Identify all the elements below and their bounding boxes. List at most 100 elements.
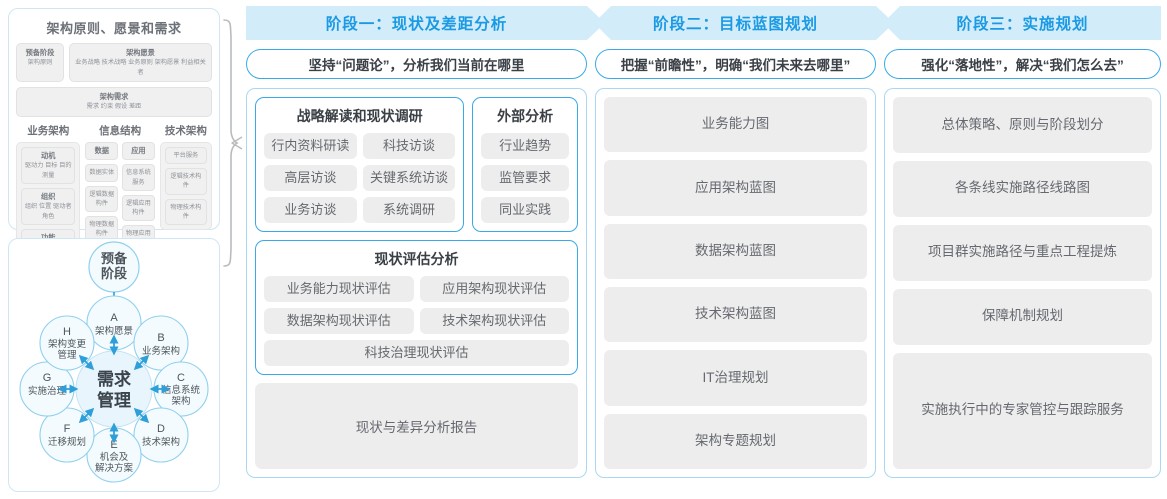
svg-text:D: D [157, 423, 165, 435]
chip-blueprint-5[interactable]: IT治理规划 [604, 350, 867, 406]
svg-text:管理: 管理 [57, 349, 77, 361]
chip-strategy-2-1[interactable]: 高层访谈 [264, 165, 357, 191]
phase-1-body: 战略解读和现状调研 行内资料研读 科技访谈 高层访谈 关键系统访谈 [246, 88, 587, 478]
svg-text:G: G [43, 372, 52, 384]
phase-2-subtitle[interactable]: 把握“前瞻性”，明确“我们未来去哪里” [595, 49, 876, 79]
chip-external-2[interactable]: 监管要求 [481, 165, 569, 191]
strategy-research-card: 战略解读和现状调研 行内资料研读 科技访谈 高层访谈 关键系统访谈 [255, 97, 465, 232]
chip-external-1[interactable]: 行业趋势 [481, 133, 569, 159]
strategy-row: 行内资料研读 科技访谈 [264, 133, 456, 159]
togaf-group-organization: 组织 组织 位置 驱动者 角色 [21, 187, 76, 225]
phase-1-subtitle[interactable]: 坚持“问题论”，分析我们当前在哪里 [246, 49, 587, 79]
chip-implementation-2[interactable]: 各条线实施路径线路图 [893, 160, 1152, 217]
strategy-research-grid: 行内资料研读 科技访谈 高层访谈 关键系统访谈 业务访谈 系统调研 [264, 133, 456, 223]
left-column: 架构原则、愿景和需求 预备阶段 架构原则 架构愿景 业务战略 技术战略 业务原则… [8, 8, 220, 492]
togaf-subcolumn-application: 应用 信息系统服务 逻辑应用构件 物理应用构件 [122, 141, 155, 252]
svg-text:迁移规划: 迁移规划 [48, 436, 86, 448]
chip-implementation-3[interactable]: 项目群实施路径与重点工程提炼 [893, 224, 1152, 281]
phase-3-banner: 阶段三：实施规划 [884, 6, 1161, 40]
togaf-title: 架构原则、愿景和需求 [46, 21, 182, 36]
togaf-box-prelim-items: 架构原则 [27, 59, 53, 67]
togaf-row-principles: 预备阶段 架构原则 架构愿景 业务战略 技术战略 业务原则 架构愿景 利益相关者 [16, 43, 212, 83]
chip-blueprint-1[interactable]: 业务能力图 [604, 97, 867, 153]
togaf-box-prelim-title: 预备阶段 [25, 48, 55, 57]
assessment-row: 科技治理现状评估 [264, 340, 569, 366]
assessment-grid: 业务能力现状评估 应用架构现状评估 数据架构现状评估 技术架构现状评估 科技治理… [264, 276, 569, 366]
chip-blueprint-4[interactable]: 技术架构蓝图 [604, 286, 867, 343]
external-analysis-card: 外部分析 行业趋势 监管要求 同业实践 [472, 97, 578, 232]
phase-3-list: 总体策略、原则与阶段划分 各条线实施路径线路图 项目群实施路径与重点工程提炼 保… [893, 97, 1152, 469]
chip-blueprint-6[interactable]: 架构专题规划 [604, 413, 867, 469]
chip-assess-1-2[interactable]: 应用架构现状评估 [419, 276, 569, 302]
phase-1-top-section: 战略解读和现状调研 行内资料研读 科技访谈 高层访谈 关键系统访谈 [255, 97, 578, 232]
chip-blueprint-3[interactable]: 数据架构蓝图 [604, 223, 867, 279]
chip-strategy-3-1[interactable]: 业务访谈 [264, 197, 357, 223]
svg-text:E: E [110, 439, 117, 451]
assessment-row: 数据架构现状评估 技术架构现状评估 [264, 308, 569, 334]
current-state-assessment-card: 现状评估分析 业务能力现状评估 应用架构现状评估 数据架构现状评估 技术架构现状… [255, 240, 578, 375]
adm-cycle-panel: 预备 阶段 需求 管理 A 架构愿景 B 业务架构 [8, 238, 220, 492]
strategy-row: 业务访谈 系统调研 [264, 197, 456, 223]
svg-text:F: F [64, 423, 71, 435]
svg-text:B: B [157, 332, 164, 344]
phase-3-body: 总体策略、原则与阶段划分 各条线实施路径线路图 项目群实施路径与重点工程提炼 保… [884, 88, 1161, 478]
togaf-column-information-heading: 信息结构 [99, 124, 142, 137]
svg-text:A: A [110, 312, 118, 324]
chip-external-3[interactable]: 同业实践 [481, 197, 569, 223]
adm-prelim-line2: 阶段 [101, 266, 127, 281]
togaf-box-vision-items: 业务战略 技术战略 业务原则 架构愿景 利益相关者 [75, 59, 206, 76]
chip-implementation-4[interactable]: 保障机制规划 [893, 288, 1152, 345]
assessment-row: 业务能力现状评估 应用架构现状评估 [264, 276, 569, 302]
chip-strategy-1-2[interactable]: 科技访谈 [362, 133, 456, 159]
chip-strategy-1-1[interactable]: 行内资料研读 [264, 133, 357, 159]
svg-text:业务架构: 业务架构 [142, 345, 180, 357]
strategy-row: 高层访谈 关键系统访谈 [264, 165, 456, 191]
svg-text:技术架构: 技术架构 [142, 436, 180, 448]
phase-2-body: 业务能力图 应用架构蓝图 数据架构蓝图 技术架构蓝图 IT治理规划 架构专题规划 [595, 88, 876, 478]
togaf-box-requirements-items: 需求 约束 假设 差距 [86, 103, 142, 111]
chip-assess-2-1[interactable]: 数据架构现状评估 [264, 308, 414, 334]
svg-text:解决方案: 解决方案 [95, 462, 134, 474]
chip-assess-1-1[interactable]: 业务能力现状评估 [264, 276, 414, 302]
togaf-column-technology-body: 平台服务 逻辑技术构件 物理技术构件 [159, 141, 213, 231]
togaf-box-vision-title: 架构愿景 [126, 48, 155, 57]
chip-assess-2-2[interactable]: 技术架构现状评估 [419, 308, 569, 334]
assessment-title: 现状评估分析 [374, 251, 459, 267]
svg-text:H: H [63, 326, 71, 338]
adm-center-line1: 需求 [97, 369, 131, 389]
phase-1-banner: 阶段一：现状及差距分析 [246, 6, 587, 40]
chip-implementation-1[interactable]: 总体策略、原则与阶段划分 [893, 97, 1152, 153]
gap-analysis-report[interactable]: 现状与差异分析报告 [255, 383, 578, 469]
phase-2-banner: 阶段二：目标蓝图规划 [595, 6, 876, 40]
togaf-column-information: 信息结构 数据 数据实体 逻辑数据构件 物理数据构件 应用 信息系统服务 逻辑应… [85, 123, 155, 271]
adm-center-line2: 管理 [97, 390, 131, 410]
chip-strategy-3-2[interactable]: 系统调研 [362, 197, 456, 223]
strategy-research-title: 战略解读和现状调研 [296, 108, 423, 124]
togaf-column-technology: 技术架构 平台服务 逻辑技术构件 物理技术构件 [159, 123, 213, 271]
phase-2-list: 业务能力图 应用架构蓝图 数据架构蓝图 技术架构蓝图 IT治理规划 架构专题规划 [604, 97, 867, 469]
svg-text:机会及: 机会及 [100, 451, 129, 463]
togaf-box-prelim: 预备阶段 架构原则 [16, 43, 64, 83]
adm-diagram: 预备 阶段 需求 管理 A 架构愿景 B 业务架构 [9, 239, 219, 491]
togaf-box-requirements-title: 架构需求 [99, 92, 129, 102]
chip-strategy-2-2[interactable]: 关键系统访谈 [362, 165, 456, 191]
phase-2: 阶段二：目标蓝图规划 把握“前瞻性”，明确“我们未来去哪里” 业务能力图 应用架… [595, 6, 876, 493]
togaf-group-motivation: 动机 驱动力 目标 目的 测量 [21, 146, 76, 184]
togaf-subcolumn-data: 数据 数据实体 逻辑数据构件 物理数据构件 [85, 141, 119, 252]
svg-text:架构变更: 架构变更 [48, 338, 87, 350]
togaf-box-vision: 架构愿景 业务战略 技术战略 业务原则 架构愿景 利益相关者 [69, 43, 212, 83]
external-analysis-title: 外部分析 [497, 108, 554, 124]
chip-blueprint-2[interactable]: 应用架构蓝图 [604, 160, 867, 216]
svg-text:信息系统: 信息系统 [162, 384, 201, 396]
phase-3-subtitle[interactable]: 强化“落地性”，解决“我们怎么去” [884, 49, 1161, 79]
phases-container: 阶段一：现状及差距分析 坚持“问题论”，分析我们当前在哪里 战略解读和现状调研 … [246, 6, 1161, 493]
chip-implementation-5[interactable]: 实施执行中的专家管控与跟踪服务 [893, 352, 1152, 469]
togaf-content-framework-panel: 架构原则、愿景和需求 预备阶段 架构原则 架构愿景 业务战略 技术战略 业务原则… [8, 8, 220, 318]
phase-3: 阶段三：实施规划 强化“落地性”，解决“我们怎么去” 总体策略、原则与阶段划分 … [884, 6, 1161, 493]
togaf-column-technology-heading: 技术架构 [164, 124, 207, 137]
phase-1: 阶段一：现状及差距分析 坚持“问题论”，分析我们当前在哪里 战略解读和现状调研 … [246, 6, 587, 493]
chip-assess-3-1[interactable]: 科技治理现状评估 [264, 340, 569, 366]
svg-text:架构愿景: 架构愿景 [95, 325, 133, 337]
svg-text:C: C [177, 372, 185, 384]
